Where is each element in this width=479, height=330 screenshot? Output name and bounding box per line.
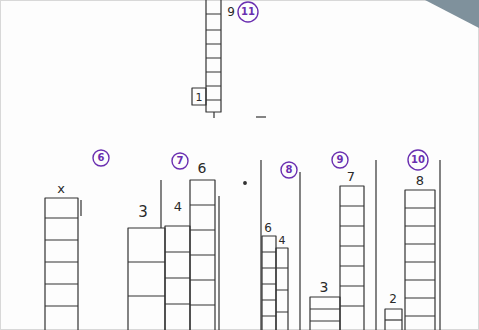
pencil-number: 3	[320, 280, 329, 294]
cube-tower	[128, 180, 219, 330]
circled-number: 9	[331, 151, 349, 169]
circled-number-text: 6	[98, 153, 105, 163]
dash-mark	[256, 116, 266, 117]
pencil-number: 9	[227, 6, 235, 18]
paper-corner	[425, 0, 479, 28]
circled-number: 11	[237, 1, 259, 23]
pencil-number: 1	[196, 92, 203, 103]
pencil-number: 2	[389, 293, 397, 305]
cube-tower	[192, 0, 221, 118]
pencil-number: 4	[279, 235, 286, 246]
cube-tower	[261, 160, 300, 330]
pencil-number: 7	[347, 170, 355, 183]
pencil-number: 4	[174, 200, 182, 213]
pencil-number: x	[57, 182, 65, 195]
circled-number-text: 8	[286, 165, 293, 175]
pencil-number: 3	[138, 205, 148, 220]
circled-number-text: 11	[241, 7, 255, 17]
circled-number-text: 9	[337, 155, 344, 165]
pencil-number: 6	[264, 222, 272, 234]
circled-number: 6	[92, 149, 110, 167]
circled-number: 7	[171, 152, 189, 170]
circled-number-text: 7	[177, 156, 184, 166]
circled-number: 8	[280, 161, 298, 179]
circled-number-text: 10	[411, 155, 425, 165]
cube-tower	[385, 160, 440, 330]
cube-tower	[310, 160, 376, 330]
pencil-number: 6	[198, 161, 207, 175]
pencil-number: 8	[416, 174, 424, 187]
circled-number: 10	[407, 149, 429, 171]
dot-mark	[244, 182, 247, 185]
cube-tower	[45, 198, 81, 330]
